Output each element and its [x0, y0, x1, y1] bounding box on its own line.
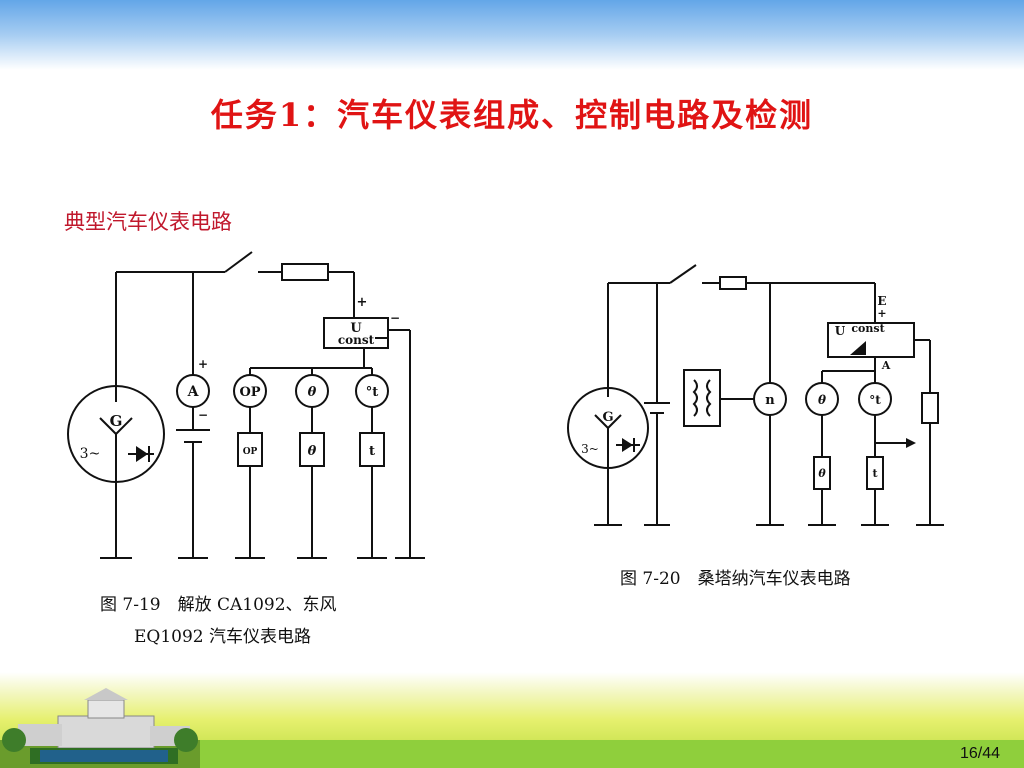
stabilizer-plus-label: + [357, 295, 368, 310]
e-label: E [877, 294, 886, 308]
slide-title: 任务1：汽车仪表组成、控制电路及检测 [210, 96, 814, 134]
figure1-caption-line2: EQ1092 汽车仪表电路 [134, 627, 312, 647]
phase-label: 3~ [80, 446, 101, 462]
fuel-gauge-label: °t [366, 385, 379, 400]
circuit-diagram-7-20: G 3~ n θ °t θ t U const E + A [567, 264, 944, 526]
tach-label: n [765, 393, 775, 408]
header-gradient [0, 0, 1024, 70]
fuel-sensor-label: t [369, 444, 375, 459]
ammeter-label: A [187, 384, 200, 400]
figure2-caption: 图 7-20 桑塔纳汽车仪表电路 [620, 569, 851, 589]
circuit-diagram-7-19: G 3~ A OP OP θ θ °t t U const + − + − [67, 251, 425, 559]
ammeter-plus-label: + [198, 357, 208, 371]
temp-sensor2-label: θ [818, 467, 826, 480]
phase2-label: 3~ [581, 442, 599, 456]
generator-label: G [110, 412, 123, 430]
fuel-gauge2-label: °t [869, 393, 881, 407]
oil-pressure-sensor-label: OP [243, 447, 258, 457]
page-number: 16/44 [960, 745, 1001, 762]
temp-gauge-label: θ [308, 385, 317, 400]
a-label: A [881, 359, 891, 372]
slide-subtitle: 典型汽车仪表电路 [64, 210, 232, 234]
generator2-label: G [602, 410, 613, 425]
oil-pressure-gauge-label: OP [239, 385, 260, 400]
stabilizer-minus-label: − [390, 311, 400, 325]
campus-building-logo [0, 688, 200, 768]
temp-gauge2-label: θ [818, 393, 826, 407]
plus-label: + [877, 307, 886, 320]
figure1-caption-line1: 图 7-19 解放 CA1092、东风 [100, 595, 337, 615]
fuel-sensor2-label: t [872, 467, 878, 480]
stabilizer2-const-label: const [851, 322, 885, 335]
stabilizer-const-label: const [338, 333, 375, 347]
temp-sensor-label: θ [308, 444, 317, 459]
ammeter-minus-label: − [198, 408, 208, 422]
stabilizer-u-label: U [350, 321, 362, 336]
stabilizer2-u-label: U [835, 324, 846, 338]
